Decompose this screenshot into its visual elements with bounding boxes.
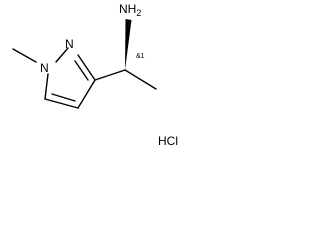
bond-methyl-n1: [12, 48, 37, 63]
bond-c4-c3: [77, 79, 96, 109]
ring-n2-label: N: [65, 37, 74, 51]
wedge-bond-amine: [125, 19, 132, 70]
bond-c3-n2-inner: [74, 60, 89, 81]
bond-c5-c4-inner: [51, 93, 76, 102]
bond-n1-c5: [44, 73, 49, 100]
amine-label: NH2: [119, 2, 141, 18]
molecule-diagram: NH2 &1 N N HCl: [12, 2, 178, 148]
bond-c5-c4: [44, 98, 79, 109]
stereo-label: &1: [136, 53, 145, 60]
bond-c3-stereocenter: [94, 69, 126, 81]
bond-c3-n2: [77, 54, 96, 81]
ring-n1-label: N: [40, 61, 49, 75]
bond-stereocenter-methyl: [124, 69, 157, 90]
structure-canvas: NH2 &1 N N HCl: [0, 0, 192, 150]
salt-label: HCl: [158, 134, 178, 148]
bond-n2-n1: [55, 47, 69, 63]
